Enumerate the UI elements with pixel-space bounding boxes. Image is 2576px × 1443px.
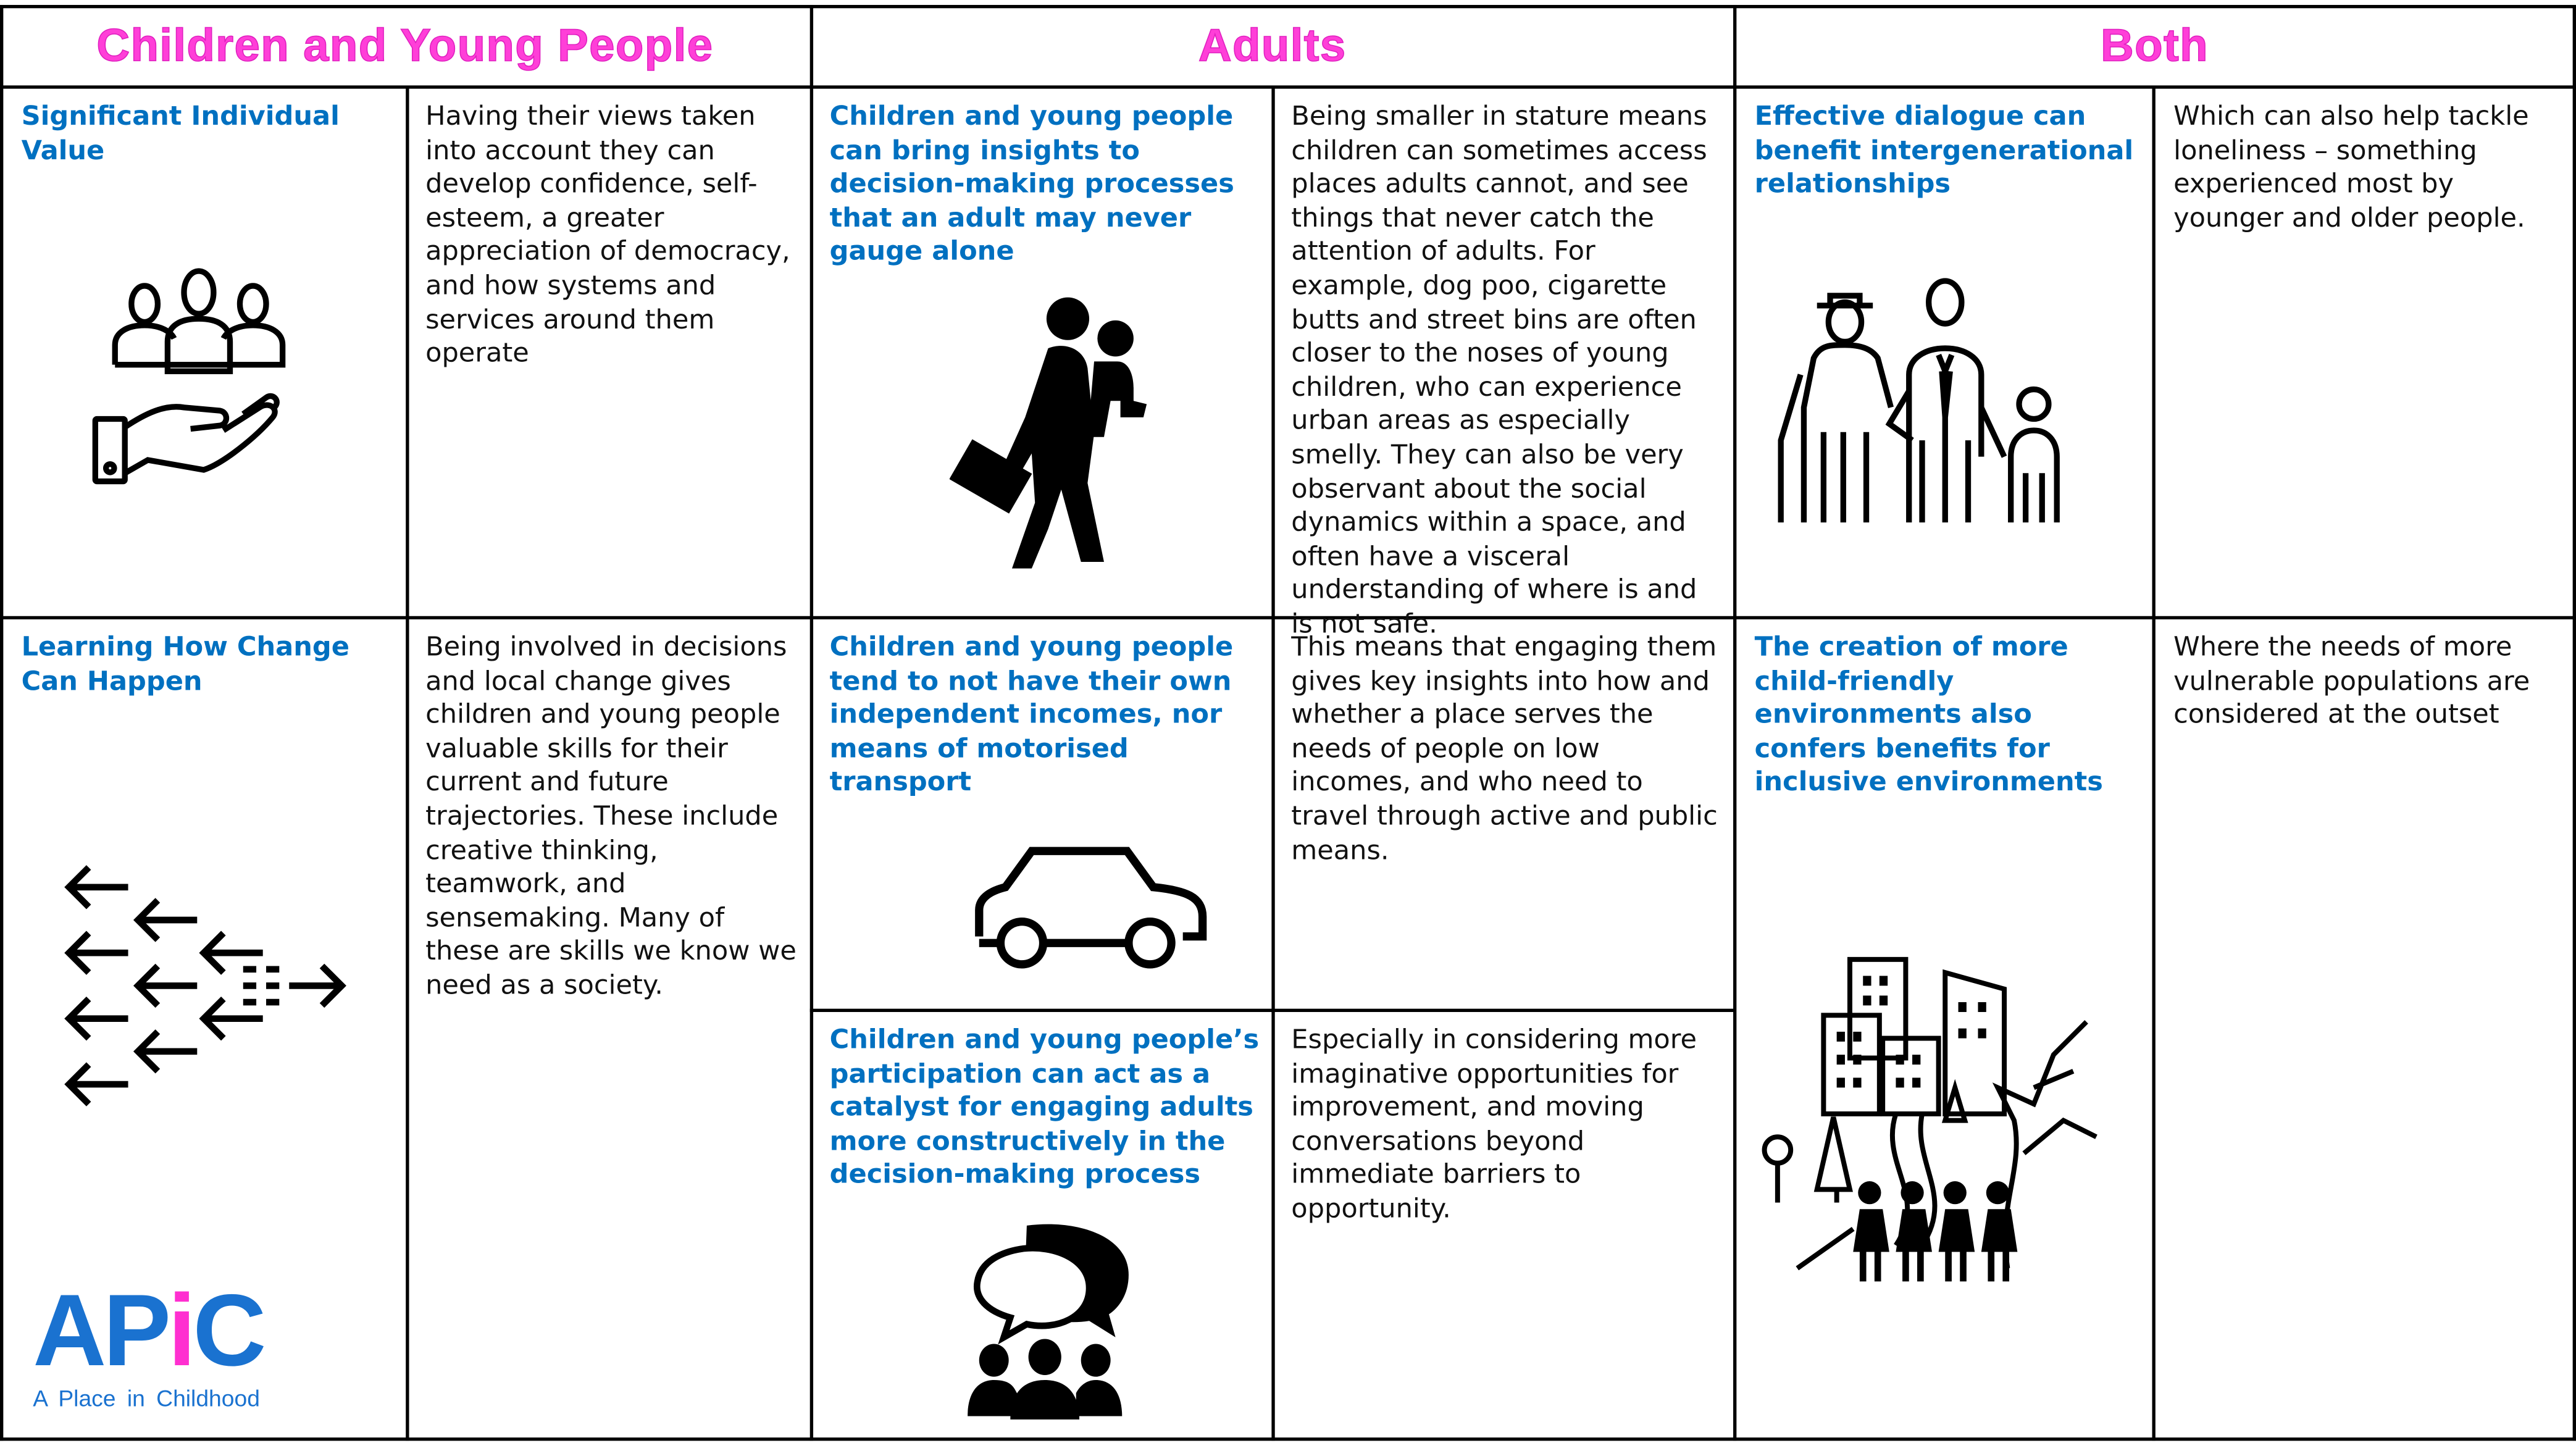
header-adults: Adults: [1198, 19, 1347, 71]
children-row1-title: Significant Individual Value: [21, 100, 340, 165]
divider: [0, 85, 2576, 89]
divider: [809, 4, 813, 1441]
arrows-icon: [64, 865, 346, 1106]
children-row1-text: Having their views taken into account th…: [425, 100, 790, 369]
adults-row1-title: Children and young people can bring insi…: [829, 100, 1234, 267]
adults-row2-text: This means that engaging them gives key …: [1291, 630, 1718, 866]
three-generations-icon: [1778, 278, 2060, 523]
both-row1-title: Effective dialogue can benefit intergene…: [1754, 100, 2134, 199]
logo-mark: APiC: [33, 1274, 266, 1389]
divider: [2572, 4, 2575, 1441]
children-row2-text: Being involved in decisions and local ch…: [425, 630, 797, 1001]
city-children-icon: [1762, 956, 2097, 1282]
people-in-hand-icon: [92, 268, 286, 485]
divider: [0, 4, 2576, 9]
divider: [2152, 87, 2155, 1441]
both-row2-title: The creation of more child-friendly envi…: [1754, 630, 2103, 798]
divider: [1271, 87, 1274, 1441]
divider: [0, 4, 2, 1441]
divider: [0, 616, 2576, 619]
car-icon: [975, 847, 1207, 969]
header-both: Both: [2100, 19, 2209, 71]
adult-carrying-child-icon: [949, 297, 1147, 569]
both-row2-text: Where the needs of more vulnerable popul…: [2173, 630, 2530, 730]
children-row2-title: Learning How Change Can Happen: [21, 630, 349, 696]
both-row1-text: Which can also help tackle loneliness – …: [2173, 100, 2529, 233]
header-children: Children and Young People: [96, 19, 714, 71]
divider: [406, 87, 409, 1441]
adults-row3-text: Especially in considering more imaginati…: [1291, 1023, 1697, 1224]
apic-logo: APiC A Place in Childhood: [33, 1274, 266, 1412]
divider: [0, 1437, 2576, 1441]
adults-row3-title: Children and young people’s participatio…: [829, 1023, 1260, 1190]
adults-row2-title: Children and young people tend to not ha…: [829, 630, 1234, 798]
adults-row1-text: Being smaller in stature means children …: [1291, 100, 1707, 639]
speech-bubbles-group-icon: [968, 1224, 1129, 1420]
divider: [1733, 4, 1736, 1441]
logo-tagline: A Place in Childhood: [33, 1384, 260, 1412]
